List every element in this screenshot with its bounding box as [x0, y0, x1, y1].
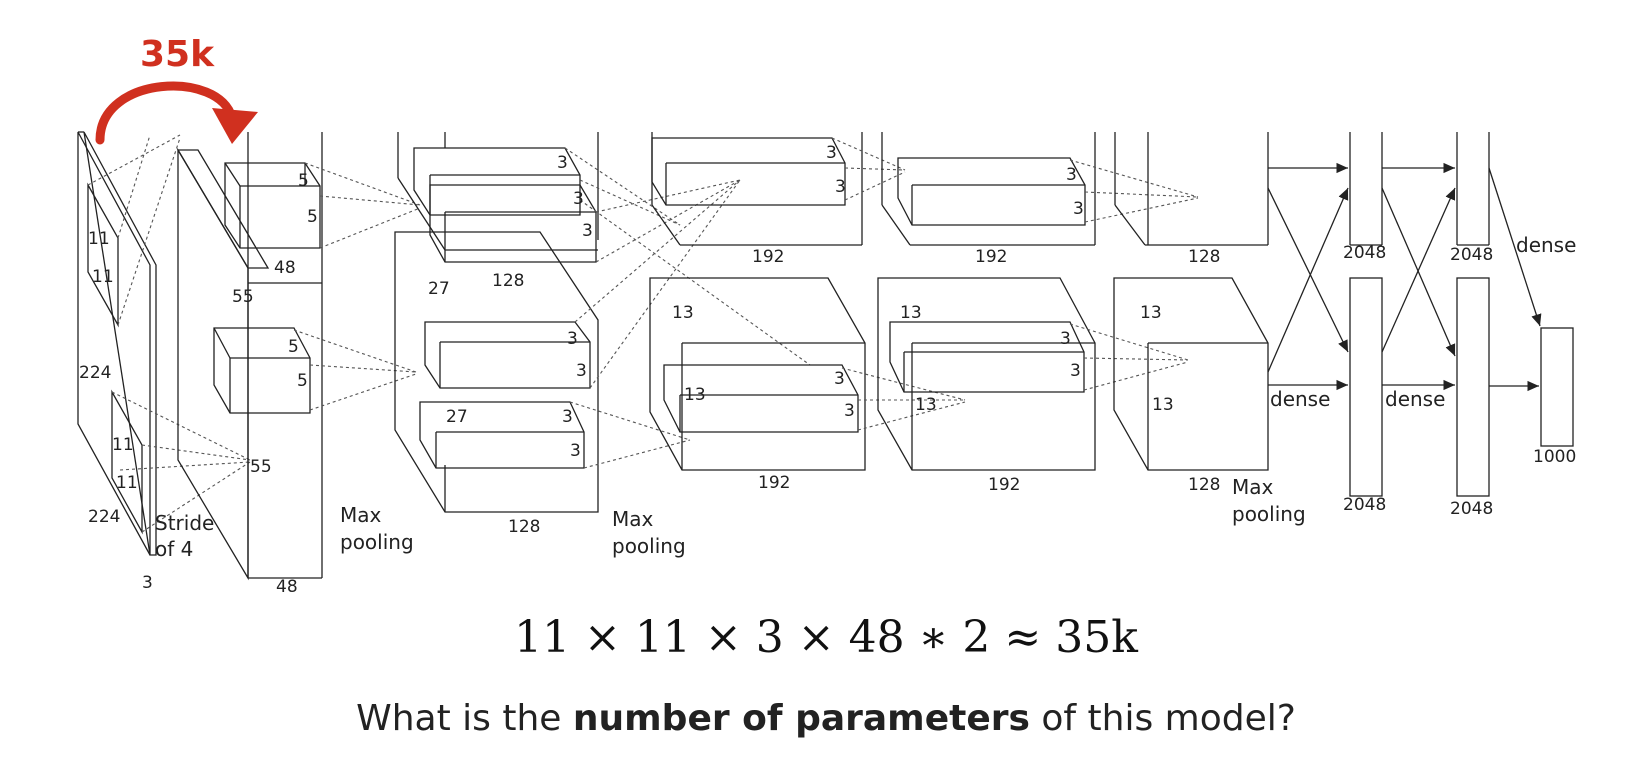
conv1-kernel-label: 5 — [297, 371, 308, 391]
conv4-kernel-label: 3 — [1060, 329, 1071, 349]
conv1-size-label: 55 — [232, 287, 254, 307]
conv3-kernel-label: 3 — [835, 177, 846, 197]
conv5-layer — [1113, 132, 1269, 471]
annotation-arrow — [95, 81, 237, 145]
dense-label: dense — [1270, 387, 1330, 411]
fc7-size-label: 2048 — [1450, 499, 1493, 519]
conv1-depth-label: 48 — [274, 258, 296, 278]
input-size-label: 224 — [79, 363, 111, 383]
annotation-arrowhead — [212, 108, 258, 144]
input-depth-label: 3 — [142, 573, 153, 593]
dense-label: dense — [1385, 387, 1445, 411]
conv2-kernel-label: 3 — [576, 361, 587, 381]
conv3-kernel-label: 3 — [834, 369, 845, 389]
conv2-kernel-label: 3 — [573, 189, 584, 209]
conv4-layer — [877, 132, 1199, 471]
input-kernel-label: 11 — [112, 435, 134, 455]
conv3-kernel-label: 3 — [826, 143, 837, 163]
conv5-depth-label: 128 — [1188, 475, 1220, 495]
question-pre: What is the — [356, 698, 573, 739]
fc6-size-label: 2048 — [1343, 495, 1386, 515]
conv2-kernel-label: 3 — [557, 153, 568, 173]
conv2-layer — [394, 132, 811, 513]
output-size-label: 1000 — [1533, 447, 1576, 467]
conv4-kernel-label: 3 — [1073, 199, 1084, 219]
conv2-depth-label: 128 — [492, 271, 524, 291]
conv2-kernel-label: 3 — [567, 329, 578, 349]
conv2-size-label: 27 — [446, 407, 468, 427]
conv1-layer — [176, 132, 421, 581]
input-size-label: 224 — [88, 507, 120, 527]
question-post: of this model? — [1029, 698, 1296, 739]
conv3-size-label: 13 — [684, 385, 706, 405]
conv1-depth-label: 48 — [276, 577, 298, 597]
conv4-size-label: 13 — [900, 303, 922, 323]
fc-layers — [1267, 132, 1574, 497]
conv2-depth-label: 128 — [508, 517, 540, 537]
conv4-kernel-label: 3 — [1070, 361, 1081, 381]
conv2-kernel-label: 3 — [570, 441, 581, 461]
conv2-size-label: 27 — [428, 279, 450, 299]
conv1-kernel-label: 5 — [298, 171, 309, 191]
input-kernel-label: 11 — [88, 229, 110, 249]
conv3-depth-label: 192 — [752, 247, 784, 267]
conv1-kernel-label: 5 — [307, 207, 318, 227]
params-annotation: 35k — [140, 34, 215, 75]
conv2-kernel-label: 3 — [562, 407, 573, 427]
conv1-kernel-label: 5 — [288, 337, 299, 357]
fc7-size-label: 2048 — [1450, 245, 1493, 265]
conv4-depth-label: 192 — [975, 247, 1007, 267]
conv1-size-label: 55 — [250, 457, 272, 477]
input-kernel-label: 11 — [116, 473, 138, 493]
conv4-kernel-label: 3 — [1066, 165, 1077, 185]
question-text: What is the number of parameters of this… — [0, 698, 1652, 739]
conv2-kernel-label: 3 — [582, 221, 593, 241]
conv4-depth-label: 192 — [988, 475, 1020, 495]
param-formula: 11 × 11 × 3 × 48 ∗ 2 ≈ 35k — [514, 612, 1138, 663]
dense-label: dense — [1516, 233, 1576, 257]
question-bold: number of parameters — [572, 698, 1030, 739]
conv3-layer — [649, 132, 966, 471]
conv5-size-label: 13 — [1152, 395, 1174, 415]
conv3-kernel-label: 3 — [844, 401, 855, 421]
conv5-size-label: 13 — [1140, 303, 1162, 323]
conv5-depth-label: 128 — [1188, 247, 1220, 267]
conv3-size-label: 13 — [672, 303, 694, 323]
input-kernel-label: 11 — [92, 267, 114, 287]
input-layer — [77, 131, 251, 556]
conv3-depth-label: 192 — [758, 473, 790, 493]
fc6-size-label: 2048 — [1343, 243, 1386, 263]
conv4-size-label: 13 — [915, 395, 937, 415]
